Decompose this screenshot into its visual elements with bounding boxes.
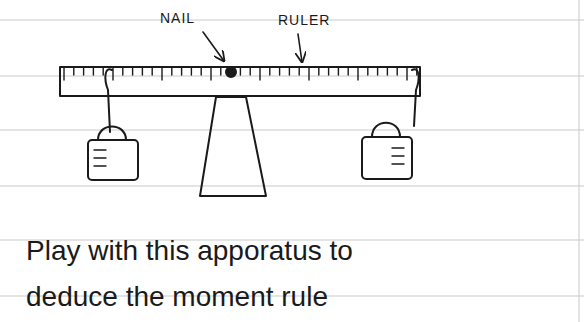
leader-line (203, 32, 224, 61)
hook (412, 69, 419, 126)
padlock-shackle (372, 123, 400, 137)
part-label: RULER (278, 12, 330, 28)
part-label: NAIL (160, 10, 195, 26)
weight (88, 140, 138, 180)
nail (226, 67, 236, 77)
weight (362, 137, 412, 179)
padlock-shackle (98, 127, 126, 141)
ruler (60, 67, 420, 96)
instruction-caption: Play with this apporatus to deduce the m… (26, 228, 426, 320)
ruler-ticks (64, 67, 417, 80)
stand (200, 97, 266, 196)
hook (105, 69, 112, 132)
leader-line (298, 34, 302, 62)
